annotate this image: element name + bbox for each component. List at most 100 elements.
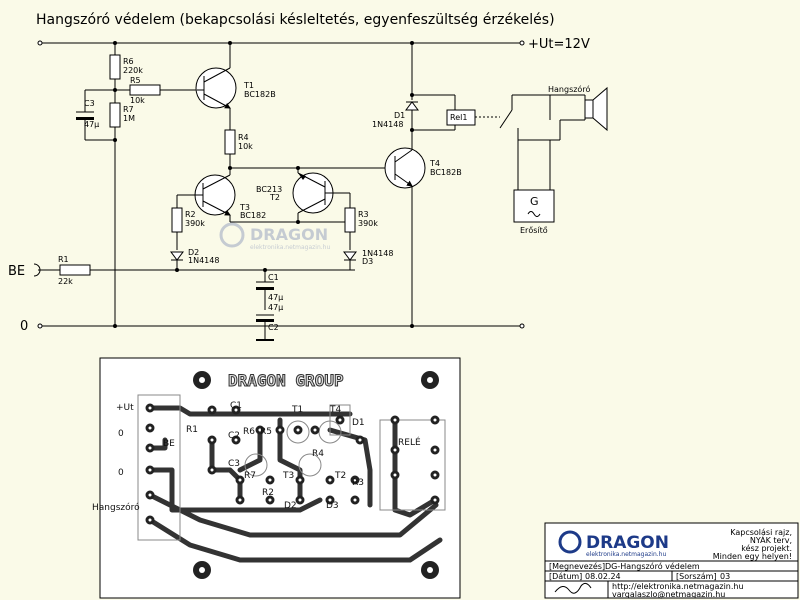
supply-label: +Ut=12V <box>528 37 590 52</box>
tb-name-label: [Megnevezés] <box>549 561 605 571</box>
d3-label: D3 <box>362 257 373 266</box>
pcb-pad <box>350 495 360 505</box>
pcb-part-r2: R2 <box>262 488 274 498</box>
tb-name-value: DG-Hangszóró védelem <box>605 561 700 571</box>
r4-resistor <box>224 129 236 155</box>
pcb-label-rele: RELÉ <box>398 436 421 448</box>
t2-value: BC213 <box>256 185 282 194</box>
t4-transistor <box>384 147 426 189</box>
speaker-label: Hangszóró <box>548 84 590 94</box>
tb-desc-line4: Minden egy helyen! <box>713 552 792 561</box>
pcb-label-speaker: Hangszóró <box>92 502 140 513</box>
c3-value: 47µ <box>84 120 99 129</box>
t2-label: T2 <box>269 193 280 202</box>
tb-url: http://elektronika.netmagazin.hu <box>612 582 744 591</box>
pcb-part-r7: R7 <box>244 471 256 481</box>
pcb-part-r5: R5 <box>260 427 272 437</box>
t1-label: T1 <box>243 81 254 90</box>
pcb-part-t1: T1 <box>291 405 303 415</box>
r7-value: 1M <box>123 114 135 123</box>
pcb-part-r4: R4 <box>312 449 324 459</box>
pcb-pad <box>295 475 305 485</box>
ground-terminal-left <box>37 323 43 329</box>
d1-diode <box>405 101 419 111</box>
pcb-label-gnd2: 0 <box>118 468 124 478</box>
d2-label: D2 <box>188 248 199 257</box>
c3-plate-bottom <box>76 117 94 120</box>
pcb-pad <box>310 425 320 435</box>
r5-resistor <box>129 84 161 96</box>
r7-label: R7 <box>123 105 134 114</box>
pcb-pad <box>145 423 155 433</box>
tb-email: vargalaszlo@netmagazin.hu <box>612 590 725 599</box>
watermark-site: elektronika.netmagazin.hu <box>250 244 330 251</box>
pcb-part-t3: T3 <box>282 471 294 481</box>
brand-logo-icon <box>558 530 582 554</box>
pcb-part-r1: R1 <box>186 425 198 435</box>
diagram-title: Hangszóró védelem (bekapcsolási késlelte… <box>36 12 555 28</box>
t3-value: BC182 <box>240 211 266 220</box>
d1-label: D1 <box>394 111 405 120</box>
pcb-label-gnd: 0 <box>118 429 124 439</box>
t4-label: T4 <box>429 159 440 168</box>
pcb-part-c1: C1 <box>230 401 242 411</box>
tb-serial-label: [Sorszám] <box>676 572 717 581</box>
pcb-pad <box>335 415 345 425</box>
t1-value: BC182B <box>244 90 276 99</box>
pcb-pad <box>325 475 335 485</box>
brand-sub: elektronika.netmagazin.hu <box>586 551 666 558</box>
r2-value: 390k <box>185 219 205 228</box>
pcb-pad <box>275 425 285 435</box>
c1-label: C1 <box>268 273 279 282</box>
pcb-pad <box>295 495 305 505</box>
pcb-pad <box>207 405 217 415</box>
r4-value: 10k <box>238 142 253 151</box>
pcb-part-t2: T2 <box>334 471 346 481</box>
t3-label: T3 <box>239 203 250 212</box>
r5-value: 10k <box>130 96 145 105</box>
sine-icon <box>527 211 541 217</box>
r3-resistor <box>344 207 356 233</box>
r7-resistor <box>109 102 121 128</box>
pcb-pad <box>293 425 303 435</box>
r2-label: R2 <box>185 210 196 219</box>
c2-value: 47µ <box>268 303 283 312</box>
signature <box>554 582 592 594</box>
pcb-part-r3: R3 <box>352 478 364 488</box>
pcb-pad <box>231 435 241 445</box>
pcb-part-t4: T4 <box>329 405 341 415</box>
pcb-part-d2: D2 <box>284 501 297 511</box>
r3-value: 390k <box>358 219 378 228</box>
pcb-part-d3: D3 <box>326 501 339 511</box>
watermark-brand: DRAGON <box>250 225 328 244</box>
pcb-pad <box>430 415 440 425</box>
brand-name: DRAGON <box>586 533 669 553</box>
pcb-part-r6: R6 <box>243 427 255 437</box>
pcb-pad <box>235 475 245 485</box>
amplifier-label: Erősítő <box>520 226 548 235</box>
c1-value: 47µ <box>268 293 283 302</box>
input-label: BE <box>8 264 25 279</box>
r4-label: R4 <box>238 133 249 142</box>
c2-label: C2 <box>268 323 279 332</box>
r1-label: R1 <box>58 255 69 264</box>
supply-terminal-right <box>519 40 525 46</box>
pcb-pad <box>350 475 360 485</box>
tb-desc-line2: NYÁK terv, <box>750 534 792 545</box>
pcb-pad <box>145 490 155 500</box>
d3-value: 1N4148 <box>362 249 393 258</box>
pcb-pad <box>390 470 400 480</box>
pcb-part-c3: C3 <box>228 459 240 469</box>
r6-resistor <box>109 54 121 80</box>
pcb-pad <box>145 403 155 413</box>
t4-value: BC182B <box>430 168 462 177</box>
d2-diode <box>170 251 184 261</box>
supply-terminal-left <box>37 40 43 46</box>
pcb-pad <box>390 415 400 425</box>
ground-label: 0 <box>20 319 28 334</box>
tb-desc-line3: kész projekt. <box>741 543 792 553</box>
r3-label: R3 <box>358 210 369 219</box>
pcb-pad <box>231 405 241 415</box>
pcb-pad <box>390 445 400 455</box>
